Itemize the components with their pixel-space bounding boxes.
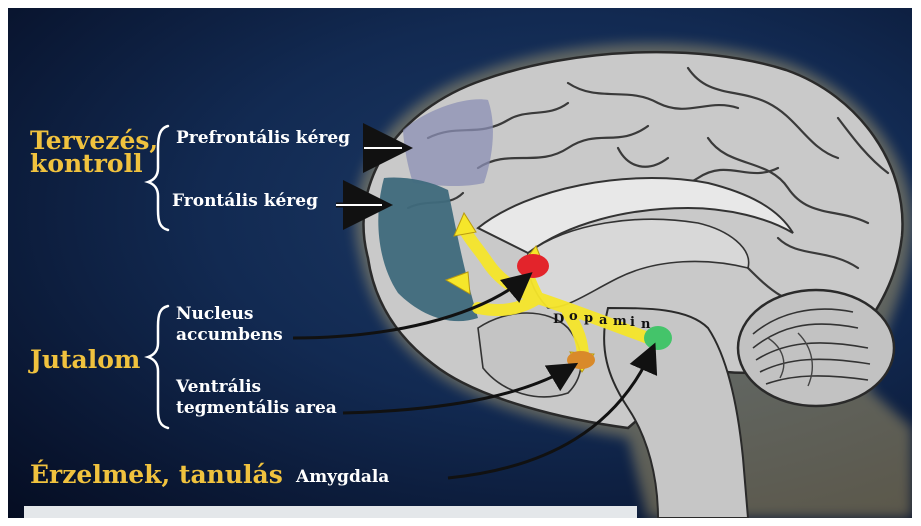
dopamine-letter: p (584, 311, 593, 326)
brackets (148, 126, 168, 428)
dopamine-letter: i (630, 315, 635, 330)
label-frontal: Frontális kéreg (172, 191, 318, 212)
dopamine-letter: o (569, 309, 578, 324)
dopamine-letter: n (641, 317, 651, 332)
label-nucleus-line2: accumbens (176, 325, 283, 346)
label-vta-line1: Ventrális (176, 377, 261, 398)
dopamine-letter: a (599, 313, 608, 328)
caption-box (24, 506, 637, 518)
category-reward: Jutalom (30, 348, 140, 372)
category-planning-line2: kontroll (30, 152, 143, 176)
label-amygdala: Amygdala (296, 467, 389, 488)
label-nucleus-line1: Nucleus (176, 304, 253, 325)
label-prefrontal: Prefrontális kéreg (176, 128, 350, 149)
nucleus-accumbens-blob (517, 254, 549, 278)
label-vta-line2: tegmentális area (176, 398, 337, 419)
dopamine-letter: m (613, 314, 627, 329)
brain-illustration: D o p a m i n (8, 8, 912, 518)
dopamine-letter: D (553, 312, 564, 327)
category-emotion: Érzelmek, tanulás (30, 463, 283, 487)
cerebellum (738, 290, 894, 406)
diagram-panel: D o p a m i n (8, 8, 912, 518)
